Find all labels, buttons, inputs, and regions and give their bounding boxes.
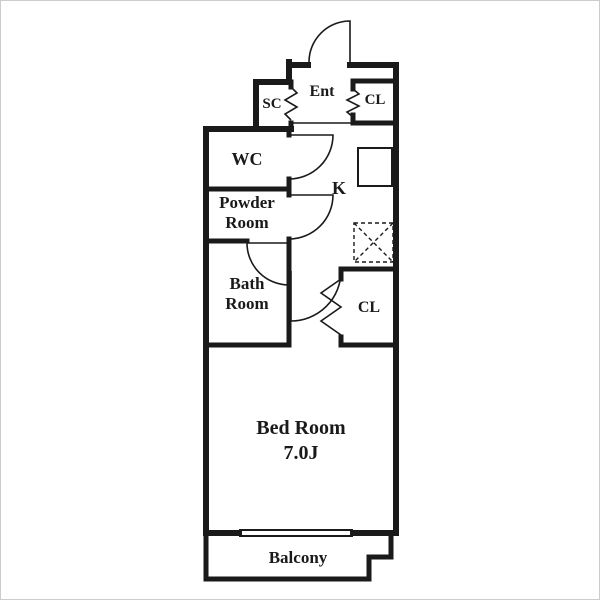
- label-powder-line1: Powder: [219, 193, 275, 212]
- label-bedroom-line2: 7.0J: [284, 442, 319, 464]
- sc-folding-door-icon: [283, 86, 299, 121]
- label-balcony: Balcony: [269, 548, 328, 567]
- cl-upper-folding-door-icon: [345, 88, 361, 118]
- cl-bedroom-folding-door-icon: [319, 278, 343, 336]
- labels: SC Ent CL WC Powder Room K Bath Room CL …: [219, 83, 385, 567]
- doors: [246, 20, 361, 336]
- room-bedroom: [206, 345, 396, 533]
- window-bedroom-icon: [239, 529, 353, 537]
- utility-space-icon: [353, 222, 394, 263]
- label-closet-upper: CL: [365, 92, 386, 108]
- label-entrance: Ent: [310, 83, 336, 100]
- wall-cl-upper-box: [350, 78, 399, 126]
- label-bath-line2: Room: [225, 294, 268, 313]
- label-kitchen: K: [332, 178, 346, 198]
- room-bath: [206, 241, 289, 345]
- entrance-door-icon: [308, 20, 351, 63]
- fixtures: [353, 147, 394, 263]
- kitchen-counter-icon: [357, 147, 393, 187]
- powder-door-icon: [288, 194, 334, 240]
- label-powder-line2: Room: [225, 213, 268, 232]
- balcony-outline: [203, 530, 394, 582]
- label-closet-bedroom: CL: [358, 299, 380, 316]
- label-bath-line1: Bath: [230, 274, 266, 293]
- bath-door-icon: [246, 242, 290, 286]
- room-areas: [206, 65, 396, 579]
- label-bedroom-line1: Bed Room: [256, 417, 346, 439]
- label-wc: WC: [232, 149, 263, 169]
- bedroom-door-icon: [290, 270, 342, 322]
- wc-door-icon: [288, 134, 334, 180]
- label-shoe-closet: SC: [262, 96, 281, 112]
